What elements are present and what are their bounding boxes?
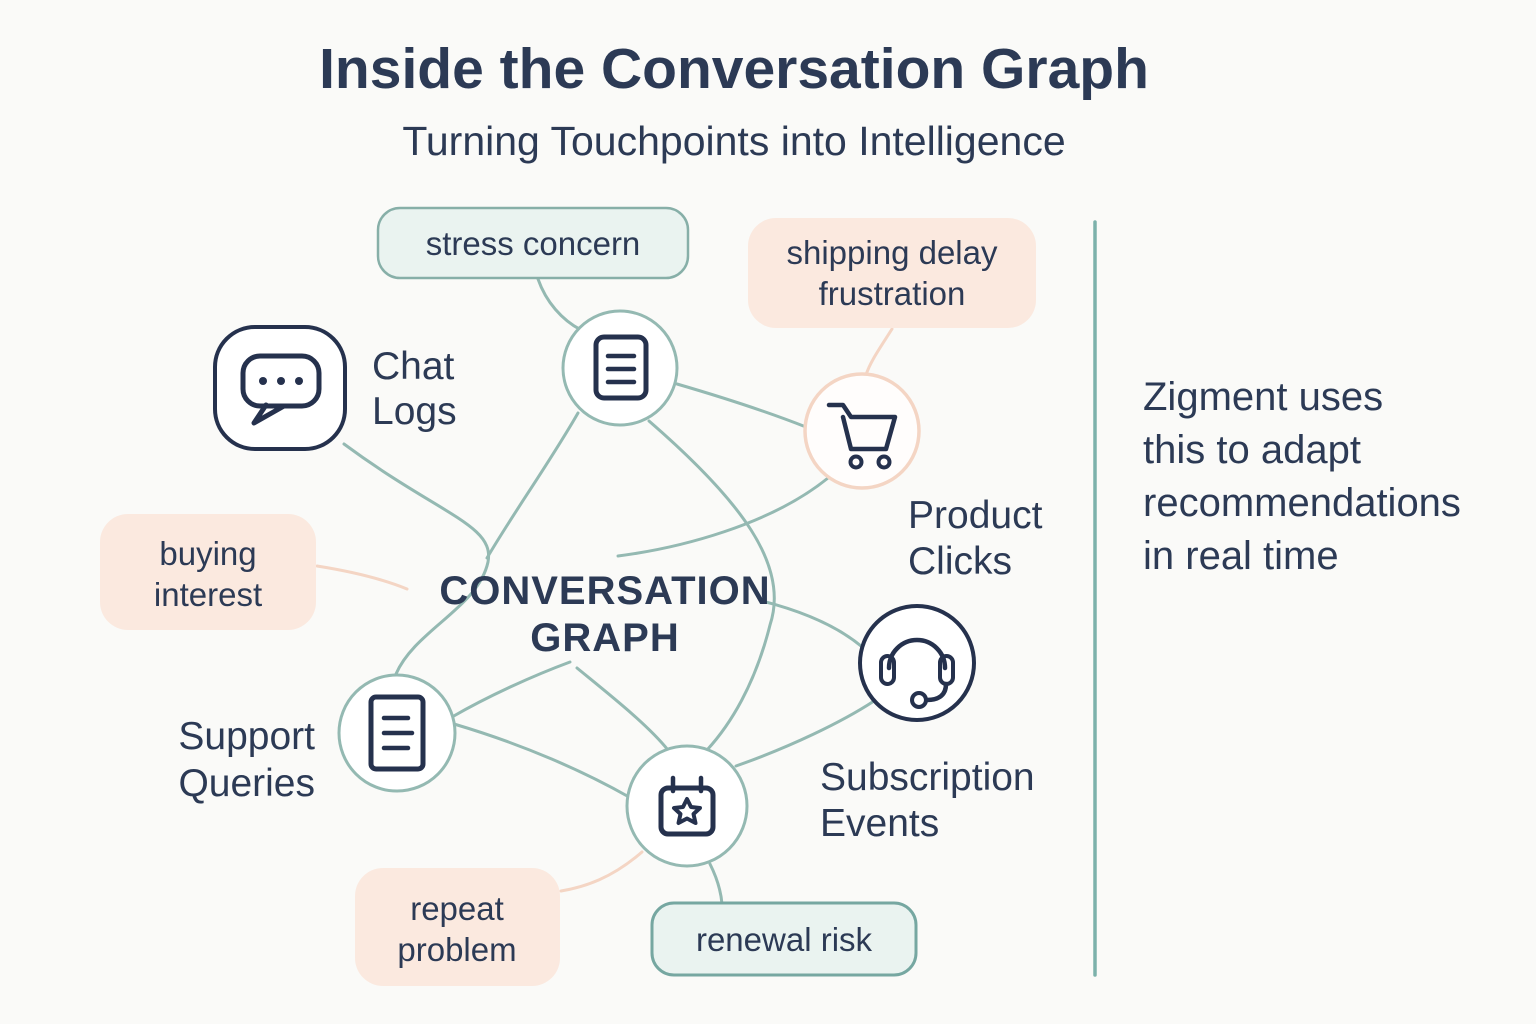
tag-buying-interest: buying interest bbox=[100, 514, 316, 630]
chat-logs-node-shape bbox=[213, 325, 347, 451]
node-product-clicks: Product Clicks bbox=[803, 372, 1043, 583]
document-icon bbox=[593, 334, 649, 401]
edge-shipping-to-cart bbox=[864, 327, 894, 377]
chat-logs-label-line2: Logs bbox=[372, 390, 457, 433]
shopping-cart-icon bbox=[826, 402, 898, 470]
edge-stress-to-document bbox=[536, 277, 583, 332]
repeat-problem-label-line1: repeat bbox=[410, 890, 504, 927]
buying-interest-label-line2: interest bbox=[154, 576, 262, 613]
node-stress-document bbox=[561, 309, 679, 427]
buying-interest-box bbox=[100, 514, 316, 630]
edge-cart-to-center bbox=[616, 476, 830, 558]
node-chat-logs: Chat Logs bbox=[213, 325, 457, 451]
chat-bubble-icon bbox=[240, 353, 322, 426]
annotation-line4: in real time bbox=[1143, 534, 1339, 578]
edge-center-to-headset bbox=[760, 599, 863, 648]
buying-interest-label-line1: buying bbox=[159, 535, 256, 572]
document-icon bbox=[368, 694, 426, 772]
tag-repeat-problem: repeat problem bbox=[355, 868, 560, 986]
repeat-problem-box bbox=[355, 868, 560, 986]
shipping-delay-label-line1: shipping delay bbox=[787, 234, 998, 271]
tag-stress-concern: stress concern bbox=[376, 206, 690, 280]
calendar-star-icon bbox=[658, 775, 716, 837]
edge-document-to-calendar bbox=[647, 419, 776, 752]
support-queries-label-line2: Queries bbox=[178, 762, 315, 805]
edge-document-to-junction bbox=[485, 411, 580, 560]
shipping-delay-box bbox=[748, 218, 1036, 328]
subscription-events-label-line2: Events bbox=[820, 802, 939, 845]
subscription-events-label-line1: Subscription bbox=[820, 756, 1035, 799]
edge-calendar-to-renewal bbox=[708, 862, 724, 906]
edge-calendar-to-headset bbox=[734, 699, 876, 768]
tag-renewal-risk: renewal risk bbox=[650, 901, 918, 977]
annotation-line1: Zigment uses bbox=[1143, 375, 1383, 419]
edge-calendar-to-repeat bbox=[559, 850, 644, 893]
product-clicks-label-line2: Clicks bbox=[908, 540, 1012, 583]
stress-concern-box bbox=[376, 206, 690, 280]
page-title: Inside the Conversation Graph bbox=[319, 37, 1149, 101]
node-support-queries: Support Queries bbox=[178, 673, 457, 805]
shipping-delay-label-line2: frustration bbox=[819, 275, 966, 312]
annotation-line2: this to adapt bbox=[1143, 428, 1361, 472]
headset-icon bbox=[879, 637, 955, 709]
cart-node-shape bbox=[803, 372, 921, 490]
calendar-node-shape bbox=[625, 744, 749, 868]
chat-logs-label-line1: Chat bbox=[372, 345, 455, 388]
headset-node-shape bbox=[858, 604, 976, 722]
graph-edges bbox=[315, 277, 894, 906]
edge-chatlogs-to-support bbox=[342, 442, 491, 676]
header: Inside the Conversation Graph Turning To… bbox=[319, 37, 1149, 164]
node-renewal-calendar bbox=[625, 744, 749, 868]
center-label-line1: CONVERSATION bbox=[439, 569, 770, 613]
node-subscription-events: Subscription Events bbox=[820, 604, 1035, 845]
product-clicks-label-line1: Product bbox=[908, 494, 1043, 537]
side-annotation: Zigment uses this to adapt recommendatio… bbox=[1093, 220, 1461, 977]
center-hub: CONVERSATION GRAPH bbox=[439, 569, 770, 660]
renewal-risk-label: renewal risk bbox=[696, 921, 873, 958]
edge-document-to-cart bbox=[675, 382, 808, 429]
renewal-risk-box bbox=[650, 901, 918, 977]
edge-support-to-calendar bbox=[452, 722, 631, 799]
edge-center-to-support bbox=[450, 660, 572, 719]
tag-shipping-delay: shipping delay frustration bbox=[748, 218, 1036, 328]
support-queries-label-line1: Support bbox=[178, 715, 315, 758]
stress-concern-label: stress concern bbox=[426, 225, 641, 262]
repeat-problem-label-line2: problem bbox=[397, 931, 516, 968]
edge-buying-to-graph bbox=[315, 564, 409, 591]
edge-center-to-calendar bbox=[575, 666, 670, 752]
annotation-line3: recommendations bbox=[1143, 481, 1461, 525]
page-subtitle: Turning Touchpoints into Intelligence bbox=[402, 118, 1065, 164]
center-label-line2: GRAPH bbox=[530, 616, 679, 660]
